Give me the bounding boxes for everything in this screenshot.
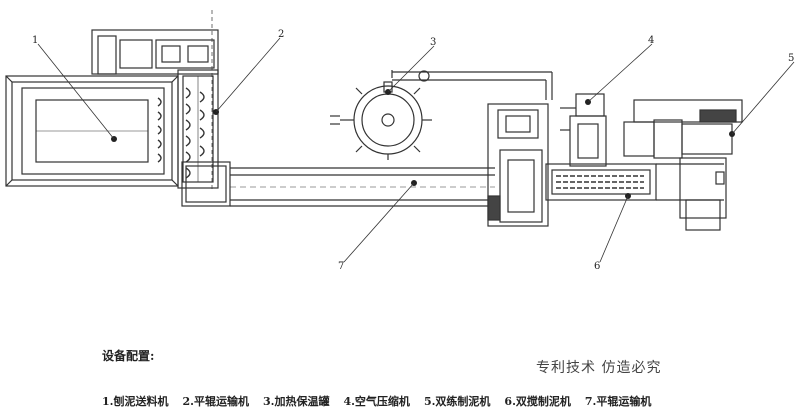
machine-7-conveyor bbox=[230, 167, 495, 207]
equipment-config-title: 设备配置: bbox=[102, 349, 155, 363]
legend-item-7: 7.平辊运输机 bbox=[584, 395, 652, 408]
machine-6-mixer bbox=[487, 103, 700, 227]
callout-2: 2 bbox=[278, 29, 285, 40]
callout-7: 7 bbox=[338, 261, 345, 272]
machine-3-heating-tank bbox=[330, 70, 553, 160]
callout-6: 6 bbox=[594, 261, 601, 272]
callout-3: 3 bbox=[430, 37, 437, 48]
legend-item-1: 1.刨泥送料机 bbox=[102, 395, 169, 408]
machine-4-compressor bbox=[560, 93, 607, 167]
machine-2-conveyor bbox=[91, 10, 231, 207]
legend-item-2: 2.平辊运输机 bbox=[182, 395, 249, 408]
patent-notice: 专利技术 仿造必究 bbox=[536, 360, 662, 376]
callout-4: 4 bbox=[648, 35, 655, 46]
legend-item-6: 6.双搅制泥机 bbox=[504, 395, 571, 408]
callout-1: 1 bbox=[32, 35, 39, 46]
equipment-legend: 1.刨泥送料机 2.平辊运输机 3.加热保温罐 4.空气压缩机 5.双练制泥机 … bbox=[102, 393, 792, 409]
callout-leaders bbox=[37, 37, 795, 263]
legend-item-4: 4.空气压缩机 bbox=[343, 395, 410, 408]
callout-5: 5 bbox=[788, 53, 795, 64]
machine-1-feeder bbox=[5, 75, 179, 187]
machine-5-refiner bbox=[623, 99, 743, 231]
legend-item-3: 3.加热保温罐 bbox=[262, 395, 330, 408]
legend-item-5: 5.双练制泥机 bbox=[423, 395, 491, 408]
